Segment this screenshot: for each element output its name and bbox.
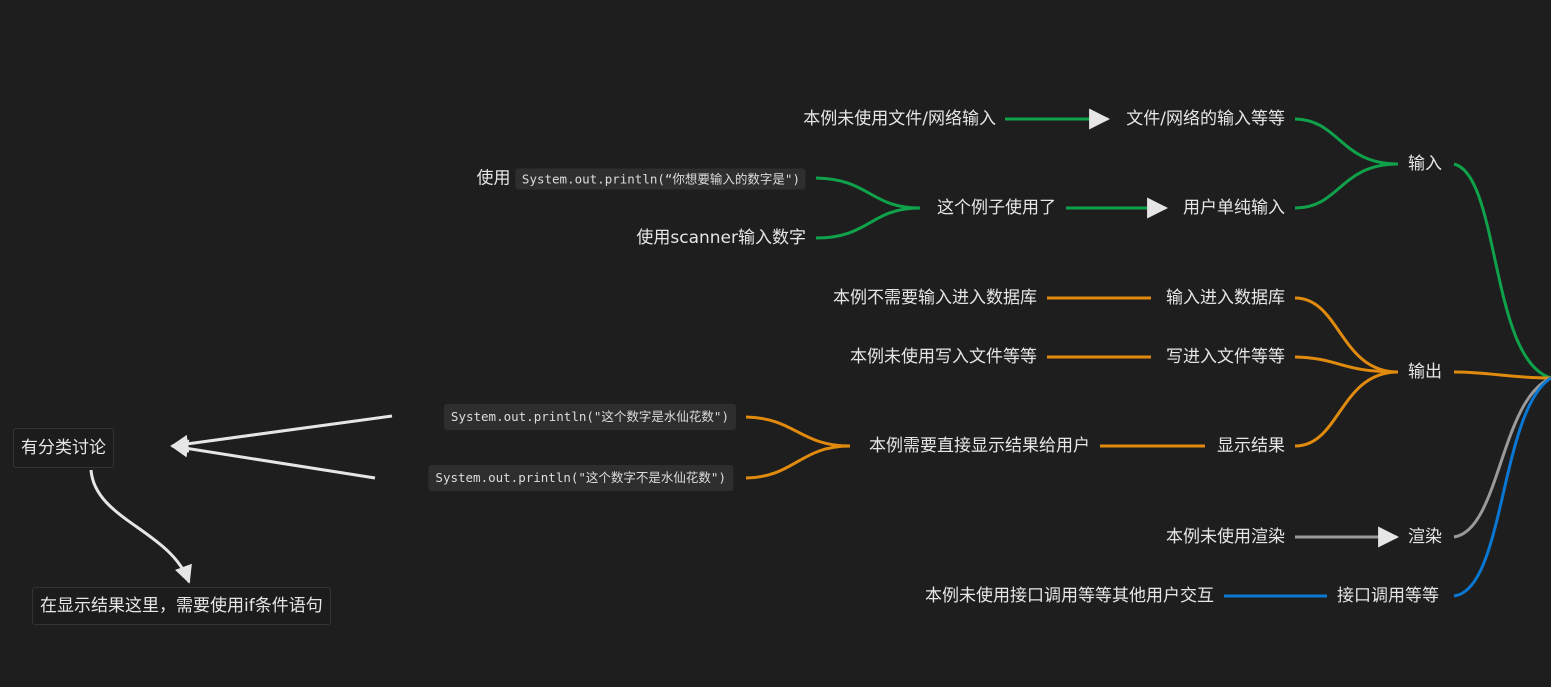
link-example-println — [815, 176, 921, 210]
node-if-note[interactable]: 在显示结果这里，需要使用if条件语句 — [32, 587, 331, 625]
node-use-scanner[interactable]: 使用scanner输入数字 — [636, 228, 806, 248]
node-show-result[interactable]: 显示结果 — [1217, 436, 1285, 456]
node-no-db[interactable]: 本例不需要输入进入数据库 — [833, 288, 1037, 308]
link-root-input — [1453, 162, 1551, 380]
link-direct-yes — [745, 415, 851, 448]
node-user-input[interactable]: 用户单纯输入 — [1183, 198, 1285, 218]
link-no-discussion — [170, 439, 376, 480]
node-no-write-file[interactable]: 本例未使用写入文件等等 — [850, 347, 1037, 367]
node-this-example[interactable]: 这个例子使用了 — [937, 198, 1056, 218]
link-output-db — [1294, 296, 1399, 374]
link-output-file — [1294, 355, 1399, 374]
link-input-user — [1294, 162, 1399, 210]
link-root-render — [1453, 376, 1551, 539]
node-println-no[interactable]: System.out.println("这个数字不是水仙花数") — [428, 465, 733, 491]
link-discussion-if — [89, 469, 192, 584]
link-yes-discussion — [170, 414, 393, 453]
link-root-output — [1453, 370, 1551, 380]
println-prompt-code: System.out.println(“你想要输入的数字是") — [515, 168, 806, 190]
node-db-input[interactable]: 输入进入数据库 — [1166, 288, 1285, 308]
node-discussion[interactable]: 有分类讨论 — [13, 428, 114, 468]
node-api[interactable]: 接口调用等等 — [1337, 586, 1439, 606]
node-println-yes[interactable]: System.out.println("这个数字是水仙花数") — [443, 404, 736, 430]
link-example-scanner — [815, 206, 921, 240]
node-no-file-input[interactable]: 本例未使用文件/网络输入 — [803, 109, 996, 129]
link-root-api — [1453, 376, 1551, 598]
node-use-println-prompt[interactable]: 使用 System.out.println(“你想要输入的数字是") — [477, 168, 806, 191]
node-direct-show[interactable]: 本例需要直接显示结果给用户 — [869, 436, 1090, 456]
link-output-show — [1294, 370, 1399, 448]
node-no-render[interactable]: 本例未使用渲染 — [1166, 527, 1285, 547]
node-render[interactable]: 渲染 — [1408, 527, 1442, 547]
node-no-api[interactable]: 本例未使用接口调用等等其他用户交互 — [925, 586, 1214, 606]
link-input-file — [1294, 117, 1399, 166]
node-input[interactable]: 输入 — [1408, 154, 1442, 174]
node-write-file[interactable]: 写进入文件等等 — [1166, 347, 1285, 367]
link-direct-no — [745, 444, 851, 480]
node-output[interactable]: 输出 — [1408, 362, 1442, 382]
node-file-net-input[interactable]: 文件/网络的输入等等 — [1126, 109, 1285, 129]
use-prefix-text: 使用 — [476, 168, 511, 189]
